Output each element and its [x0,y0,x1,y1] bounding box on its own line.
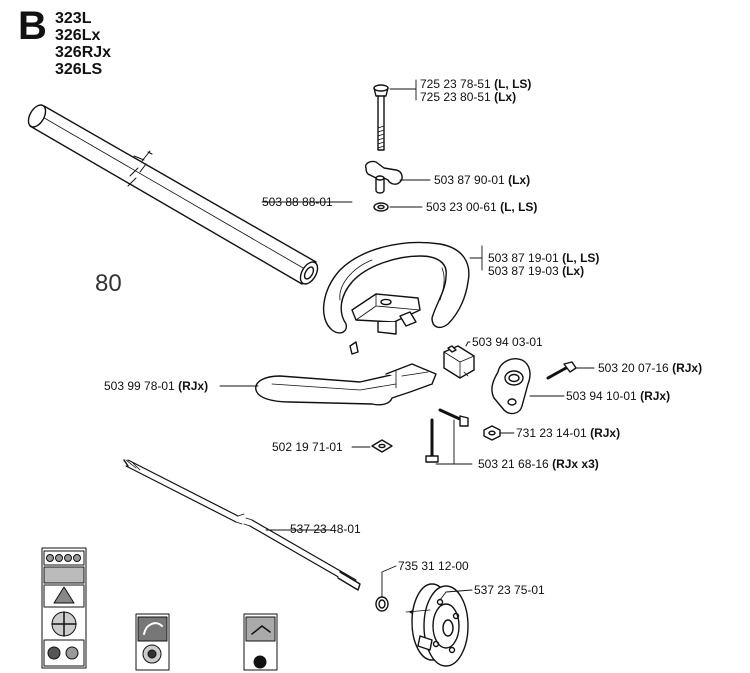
part-number: 503 94 10-01 [566,389,637,403]
part-label-wing-knob: 503 87 90-01 (Lx) [434,174,530,187]
leader-lines [219,79,595,601]
drive-shaft-drawing [123,459,361,591]
part-label-washer: 503 23 00-61 (L, LS) [426,201,537,214]
part-label-nut: 731 23 14-01 (RJx) [516,427,620,440]
section-letter: B [18,4,47,48]
decal-guard-drawing [243,613,278,671]
model-name: 326RJx [55,44,112,61]
part-label-o-ring: 735 31 12-00 [398,560,469,573]
part-variant: (L, LS) [562,251,600,265]
part-number: 725 23 80-51 [420,90,491,104]
shaft-tube-drawing [27,104,319,285]
part-number: 503 99 78-01 [104,379,175,393]
screw-rjx-drawing [546,361,577,380]
part-number: 503 94 03-01 [472,335,543,349]
part-variant: (Lx) [562,264,585,278]
nut-drawing [483,425,501,441]
page-number: 80 [95,270,122,297]
o-ring-drawing [375,596,389,612]
part-number: 537 23 75-01 [474,583,545,597]
part-label-bearing-housing: 537 23 75-01 [474,584,545,597]
part-label-shaft-tube: 503 88 88-01 [262,196,333,209]
part-number: 503 87 19-03 [488,264,559,278]
part-number: 503 21 68-16 [478,457,549,471]
part-variant: (L, LS) [494,77,532,91]
part-label-square-nut: 502 19 71-01 [272,441,343,454]
part-variant: (Lx) [508,173,531,187]
loop-handle-drawing [322,241,470,355]
part-variant: (L, LS) [500,200,538,214]
part-number: 503 23 00-61 [426,200,497,214]
bearing-housing-drawing [405,583,469,667]
model-list: 323L 326Lx 326RJx 326LS [55,10,111,78]
bolt-drawing [373,84,389,151]
part-number: 503 87 90-01 [434,173,505,187]
part-number: 731 23 14-01 [516,426,587,440]
part-number: 502 19 71-01 [272,440,343,454]
handle-bracket-drawing [491,358,531,415]
square-nut-drawing [371,439,393,453]
wing-knob-drawing [364,160,403,194]
part-number: 503 20 07-16 [598,361,669,375]
part-variant: (RJx) [672,361,703,375]
part-label-loop-handle: 503 87 19-01 (L, LS) 503 87 19-03 (Lx) [488,252,599,278]
part-label-bolt: 725 23 78-51 (L, LS) 725 23 80-51 (Lx) [420,78,531,104]
clamp-block-drawing [443,345,475,379]
decal-rotation-drawing [135,613,170,671]
part-number: 503 87 19-01 [488,251,559,265]
part-variant: (RJx) [178,379,209,393]
part-number: 537 23 48-01 [290,522,361,536]
part-variant: (RJx) [640,389,671,403]
part-label-clamp-block: 503 94 03-01 [472,336,543,349]
part-number: 503 88 88-01 [262,195,333,209]
washer-drawing [373,202,389,212]
part-label-drive-shaft: 537 23 48-01 [290,523,361,536]
part-label-handle-bracket: 503 94 10-01 (RJx) [566,390,670,403]
part-label-screw-rjx: 503 20 07-16 (RJx) [598,362,702,375]
j-handle-drawing [255,363,437,406]
part-variant: (Lx) [494,90,517,104]
decal-strip-drawing [41,547,87,669]
part-number: 735 31 12-00 [398,559,469,573]
screws-x3-drawing [425,408,469,463]
part-variant: (RJx) [590,426,621,440]
part-label-screws-x3: 503 21 68-16 (RJx x3) [478,458,599,471]
model-name: 323L [55,10,92,27]
part-number: 725 23 78-51 [420,77,491,91]
part-label-j-handle: 503 99 78-01 (RJx) [104,380,208,393]
part-variant: (RJx x3) [552,457,599,471]
model-name: 326Lx [55,27,101,44]
model-name: 326LS [55,61,103,78]
